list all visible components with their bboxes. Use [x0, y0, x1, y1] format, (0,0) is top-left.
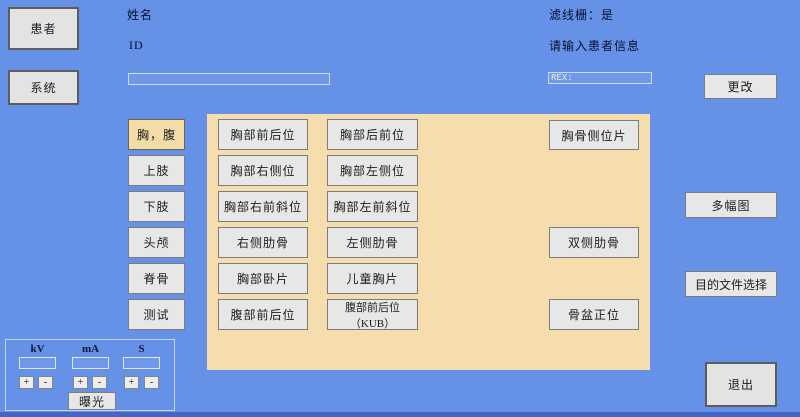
id-label: ID: [129, 38, 144, 52]
s-label: S: [138, 343, 145, 355]
projection-chest-supine[interactable]: 胸部卧片: [218, 263, 308, 294]
expose-button[interactable]: 曝光: [68, 392, 116, 410]
region-button-test[interactable]: 测试: [128, 299, 185, 330]
s-increase-button[interactable]: +: [124, 376, 139, 389]
ma-decrease-button[interactable]: -: [92, 376, 107, 389]
projection-sternum-lateral[interactable]: 胸骨侧位片: [549, 120, 639, 150]
ma-increase-button[interactable]: +: [73, 376, 88, 389]
kv-decrease-button[interactable]: -: [38, 376, 53, 389]
ma-value-input[interactable]: [72, 357, 109, 369]
region-button-spine[interactable]: 脊骨: [128, 263, 185, 294]
s-value-input[interactable]: [123, 357, 160, 369]
projection-abdomen-ap[interactable]: 腹部前后位: [218, 299, 308, 330]
ma-label: mA: [81, 343, 100, 355]
multi-frame-button[interactable]: 多幅图: [685, 192, 777, 218]
region-button-chest-abdomen[interactable]: 胸，腹: [128, 119, 185, 150]
patient-tab-button[interactable]: 患者: [8, 7, 79, 50]
region-button-upper-limb[interactable]: 上肢: [128, 155, 185, 186]
patient-info-prompt: 请输入患者信息: [549, 39, 641, 53]
patient-id-input[interactable]: [128, 73, 330, 85]
change-button[interactable]: 更改: [704, 74, 777, 99]
projection-pelvis-ap[interactable]: 骨盆正位: [549, 299, 639, 330]
exposure-panel: [5, 339, 175, 411]
projection-chest-ap[interactable]: 胸部前后位: [218, 119, 308, 150]
name-label: 姓名: [127, 8, 154, 22]
projection-chest-rao[interactable]: 胸部右前斜位: [218, 191, 308, 222]
kv-increase-button[interactable]: +: [19, 376, 34, 389]
projection-left-ribs[interactable]: 左侧肋骨: [327, 227, 418, 258]
system-tab-button[interactable]: 系统: [8, 70, 79, 105]
projection-chest-left-lateral[interactable]: 胸部左侧位: [327, 155, 418, 186]
projection-chest-lao[interactable]: 胸部左前斜位: [327, 191, 418, 222]
region-button-head[interactable]: 头颅: [128, 227, 185, 258]
bottom-strip: [0, 412, 800, 417]
region-button-lower-limb[interactable]: 下肢: [128, 191, 185, 222]
exit-button[interactable]: 退出: [705, 362, 777, 407]
projection-bilateral-ribs[interactable]: 双侧肋骨: [549, 227, 639, 258]
projection-pediatric-chest[interactable]: 儿童胸片: [327, 263, 418, 294]
projection-right-ribs[interactable]: 右侧肋骨: [218, 227, 308, 258]
s-decrease-button[interactable]: -: [144, 376, 159, 389]
projection-abdomen-ap-kub[interactable]: 腹部前后位（KUB）: [327, 299, 418, 330]
projection-chest-right-lateral[interactable]: 胸部右侧位: [218, 155, 308, 186]
rex-input[interactable]: [548, 72, 652, 84]
target-file-select-button[interactable]: 目的文件选择: [685, 271, 777, 297]
projection-chest-pa[interactable]: 胸部后前位: [327, 119, 418, 150]
grid-setting-label: 滤线栅：是: [549, 8, 615, 22]
kv-label: kV: [30, 343, 45, 355]
kv-value-input[interactable]: [19, 357, 56, 369]
